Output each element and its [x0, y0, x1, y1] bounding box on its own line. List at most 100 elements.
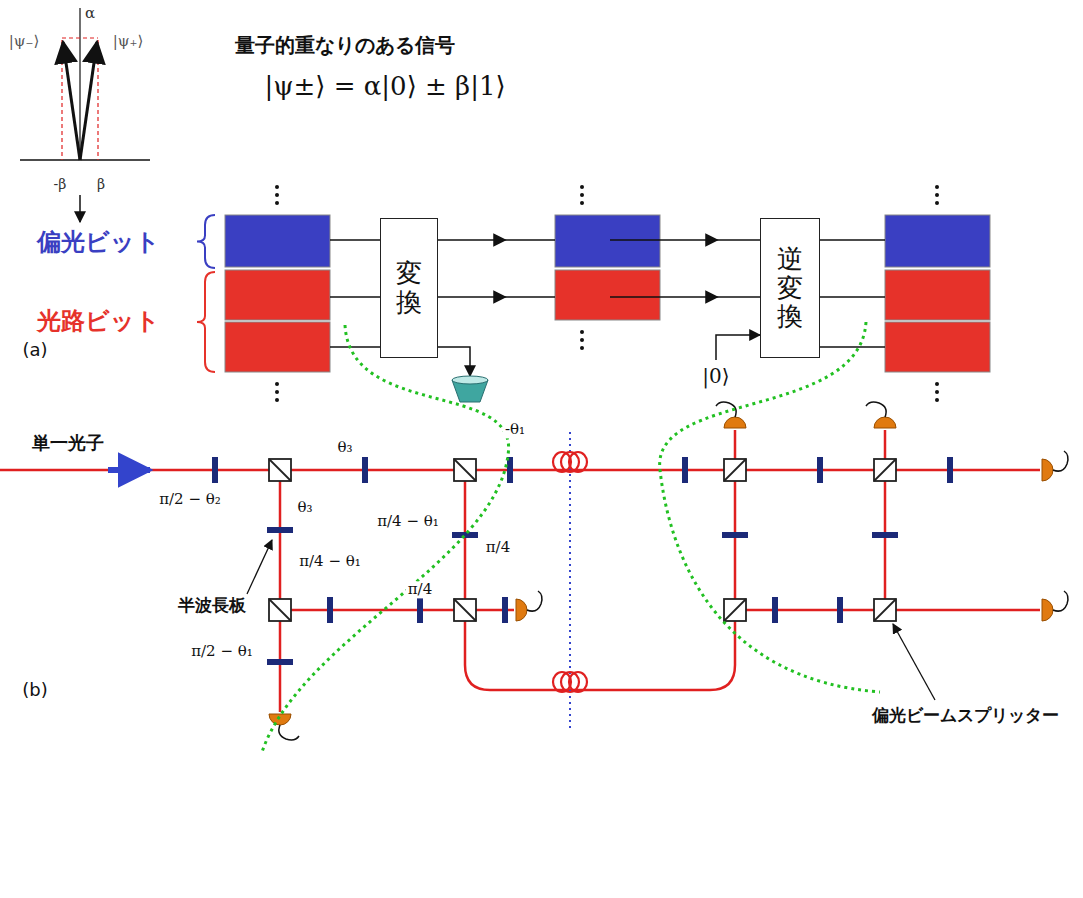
half-wave-plate: [772, 597, 778, 623]
fiber-coil: [569, 672, 587, 692]
wire: [330, 346, 380, 348]
half-wave-plate: [267, 527, 293, 533]
wire: [820, 296, 885, 298]
process-box: 変換: [380, 218, 438, 358]
half-wave-plate: [817, 457, 823, 483]
polarizing-beam-splitter: [269, 459, 291, 481]
axis-line: [20, 159, 150, 161]
ellipsis-dot: [580, 193, 584, 197]
photodetector: [1042, 591, 1068, 621]
polarizing-beam-splitter: [269, 459, 291, 481]
ellipsis-dot: [580, 201, 584, 205]
half-wave-plate: [837, 597, 843, 623]
ellipsis-dot: [275, 382, 279, 386]
polarizing-beam-splitter: [724, 459, 746, 481]
polarizing-beam-splitter: [874, 599, 896, 621]
wire: [330, 239, 380, 241]
qubit-cell: [885, 270, 990, 320]
caption-label: 偏光ビームスプリッター: [870, 706, 1061, 726]
axis-line: [79, 8, 80, 160]
detector-cable: [1053, 591, 1068, 611]
light-path: [465, 430, 735, 690]
caption-label: 半波長板: [176, 596, 248, 616]
qubit-cell: [555, 270, 660, 320]
symbol-label: β: [97, 176, 105, 192]
symbol-label: (b): [22, 680, 47, 701]
photodetector: [516, 599, 527, 621]
photodetector: [516, 591, 542, 621]
projection-line: [61, 40, 62, 160]
caption-label: 量子的重なりのある信号: [235, 34, 455, 57]
caption-label: 単一光子: [30, 433, 106, 454]
polarizing-beam-splitter: [724, 459, 746, 481]
ellipsis-dot: [275, 201, 279, 205]
symbol-label: θ₃: [295, 499, 314, 516]
detector-cable: [527, 591, 542, 611]
detector-cable: [279, 725, 299, 740]
state-vector: [63, 42, 80, 160]
polarizing-beam-splitter: [454, 599, 476, 621]
projection-line: [97, 40, 98, 160]
polarizing-beam-splitter: [724, 599, 746, 621]
wire: [660, 239, 760, 241]
symbol-label: |ψ₊⟩: [113, 33, 144, 50]
caption-label: 偏光ビット: [37, 229, 160, 257]
ellipsis-dot: [935, 382, 939, 386]
half-wave-plate: [507, 457, 513, 483]
symbol-label: π/2 − θ₂: [157, 491, 223, 508]
symbol-label: -θ₁: [503, 421, 527, 438]
qubit-cell: [225, 270, 330, 320]
measurement-bucket: [452, 376, 488, 384]
ellipsis-dot: [580, 185, 584, 189]
wire: [820, 239, 885, 241]
ellipsis-dot: [275, 185, 279, 189]
detector-cable: [1053, 451, 1068, 471]
symbol-label: π/4: [484, 539, 512, 556]
wire: [716, 335, 760, 360]
bracket: [197, 215, 215, 268]
wire: [438, 296, 555, 298]
symbol-label: π/4: [406, 581, 434, 598]
ellipsis-dot: [935, 185, 939, 189]
ellipsis-dot: [275, 398, 279, 402]
photodetector: [1042, 599, 1053, 621]
boundary-curve: [660, 322, 880, 692]
symbol-label: π/4 − θ₁: [375, 513, 441, 530]
ellipsis-dot: [935, 390, 939, 394]
half-wave-plate: [682, 457, 688, 483]
box-label: 変換: [396, 259, 422, 316]
symbol-label: |ψ₋⟩: [9, 33, 40, 50]
ellipsis-dot: [580, 338, 584, 342]
caption-label: 光路ビット: [37, 308, 160, 336]
light-path: [884, 430, 887, 610]
symbol-label: π/4 − θ₁: [297, 553, 363, 570]
fiber-coil: [569, 452, 587, 472]
ellipsis-dot: [275, 193, 279, 197]
polarizing-beam-splitter: [724, 599, 746, 621]
leader-line: [893, 624, 935, 700]
symbol-label: -β: [54, 176, 67, 192]
ellipsis-dot: [935, 398, 939, 402]
wire: [330, 296, 380, 298]
box-label: 逆変換: [777, 245, 803, 331]
half-wave-plate: [327, 597, 333, 623]
state-vector: [80, 42, 97, 160]
detector-cable: [866, 402, 886, 417]
wire: [610, 296, 660, 298]
light-path: [280, 609, 514, 612]
light-path: [279, 470, 282, 712]
half-wave-plate: [872, 532, 898, 538]
half-wave-plate: [722, 532, 748, 538]
polarizing-beam-splitter: [874, 599, 896, 621]
polarizing-beam-splitter: [269, 599, 291, 621]
photodetector: [1042, 459, 1053, 481]
polarizing-beam-splitter: [454, 599, 476, 621]
wire: [820, 346, 885, 348]
qubit-cell: [225, 322, 330, 372]
flow-arrow: [79, 195, 81, 222]
wire: [610, 239, 660, 241]
process-box: 逆変換: [760, 218, 820, 358]
ellipsis-dot: [935, 193, 939, 197]
boundary-curve: [262, 325, 509, 752]
